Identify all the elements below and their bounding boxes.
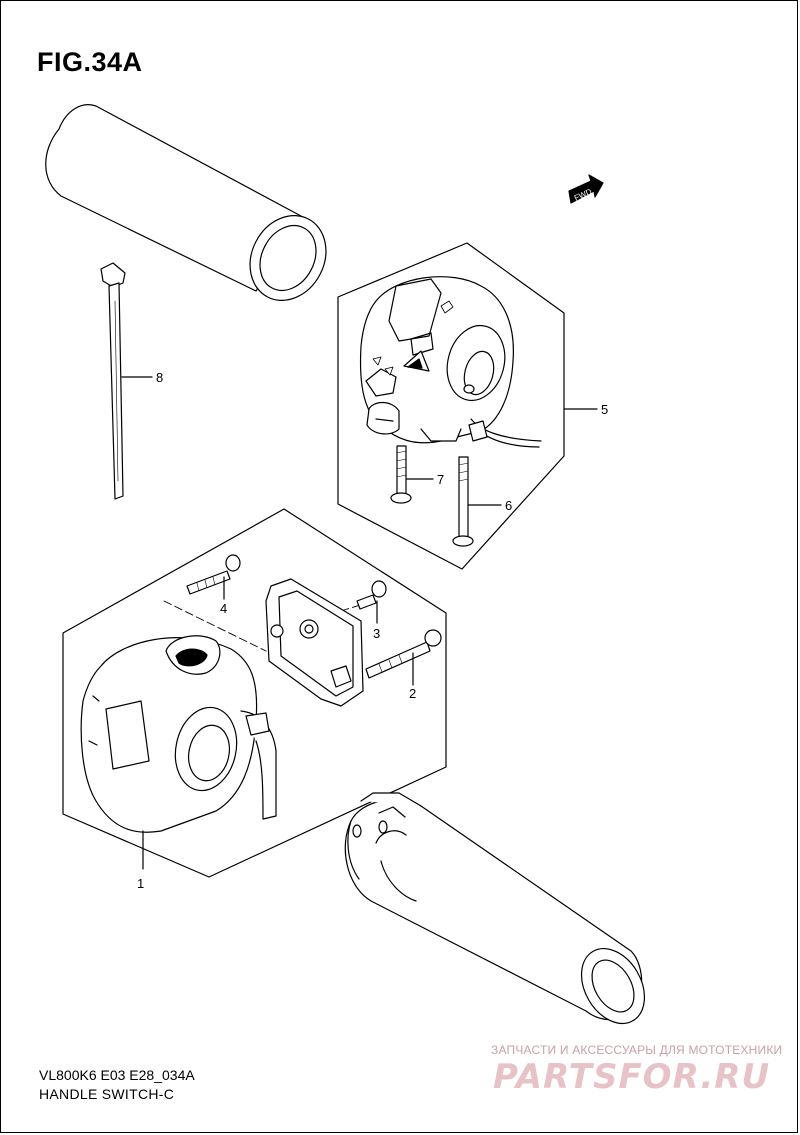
screw-7 <box>390 445 412 504</box>
right-grip <box>344 792 646 1024</box>
screw-3 <box>356 580 387 610</box>
switch-bracket <box>265 578 364 707</box>
screw-6 <box>452 456 474 547</box>
right-switch-group-box <box>337 242 565 570</box>
callout-2: 2 <box>409 686 416 701</box>
model-code: VL800K6 E03 E28_034A <box>39 1067 195 1083</box>
right-handle-switch <box>359 276 542 448</box>
section-name: HANDLE SWITCH-C <box>39 1086 175 1102</box>
figure-title: FIG.34A <box>37 47 143 77</box>
callout-8: 8 <box>156 370 163 385</box>
cable-tie <box>100 262 126 500</box>
watermark-logo: PARTSFOR.RU <box>493 1057 771 1097</box>
callout-3: 3 <box>373 626 380 641</box>
left-grip <box>45 104 327 301</box>
callout-7: 7 <box>437 472 444 487</box>
screw-4 <box>186 554 241 595</box>
callout-4: 4 <box>220 601 227 616</box>
callout-5: 5 <box>601 402 608 417</box>
screw-2 <box>365 629 442 679</box>
left-handle-switch <box>80 635 277 833</box>
watermark-tagline: ЗАПЧАСТИ И АКСЕССУАРЫ ДЛЯ МОТОТЕХНИКИ <box>491 1043 783 1057</box>
callout-6: 6 <box>505 498 512 513</box>
fwd-arrow-icon <box>568 174 604 204</box>
left-switch-group-box <box>62 508 447 878</box>
callout-1: 1 <box>137 876 144 891</box>
